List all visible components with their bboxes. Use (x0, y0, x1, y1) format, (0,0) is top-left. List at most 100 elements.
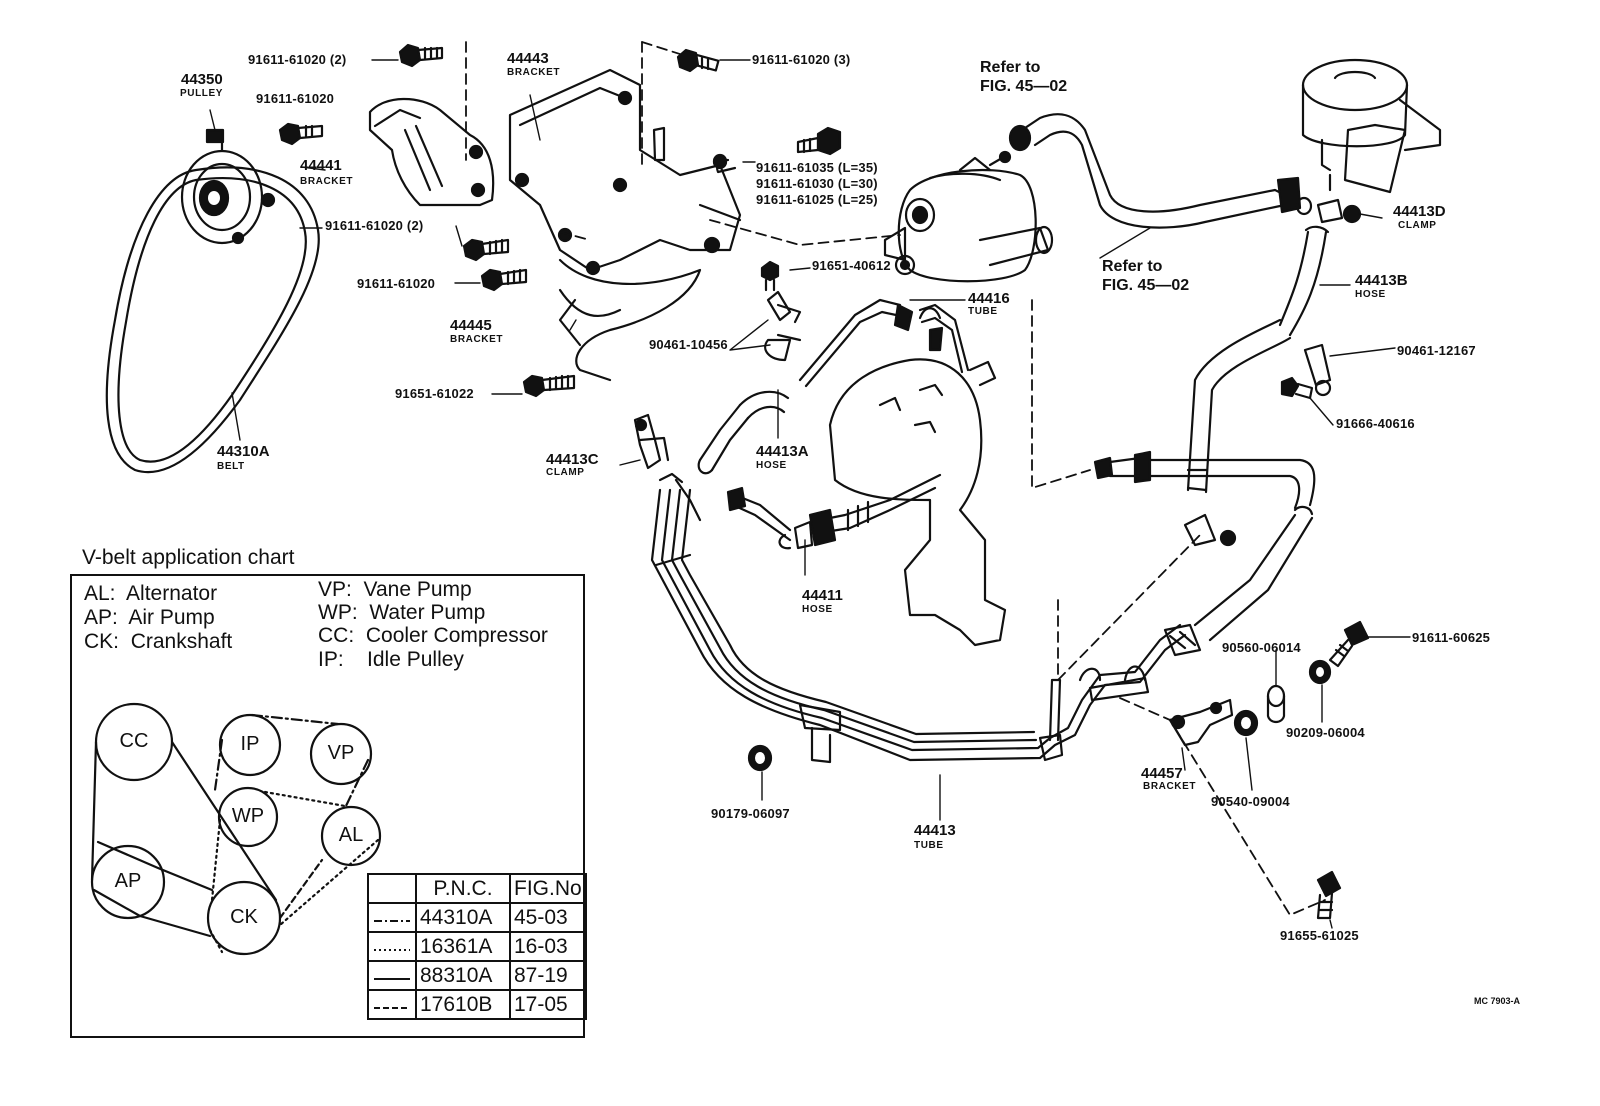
part-number-44413c: 44413C (546, 451, 599, 468)
legend-text: Cooler Compressor (365, 624, 548, 647)
part-number-44350: 44350 (181, 71, 223, 88)
vbelt-routing-diagram (90, 702, 382, 956)
belt-44310a (105, 166, 320, 474)
bolt-label-91611-60625: 91611-60625 (1412, 630, 1491, 645)
bolt-label-91611-61020-2: 91611-61020 (2) (248, 52, 347, 67)
part-name-bracket-44445: BRACKET (450, 334, 504, 345)
legend-ip: IP: Idle Pulley (318, 648, 464, 672)
bolt-label-91611-61020-b: 91611-61020 (357, 276, 436, 291)
part-number-44445: 44445 (450, 317, 492, 334)
nut-label-90209-06004: 90209-06004 (1286, 725, 1365, 740)
legend-wp: WP: Water Pump (318, 601, 485, 625)
part-name-tube-44413: TUBE (914, 840, 944, 851)
clamp-44413d (1316, 198, 1362, 224)
bolt-label-91611-61025: 91611-61025 (L=25) (756, 192, 878, 207)
clamp-44413c (633, 413, 670, 470)
bracket-44441 (368, 97, 495, 207)
leader-lines (209, 59, 1411, 929)
legend-text: Alternator (126, 582, 218, 605)
part-number-44413: 44413 (914, 822, 956, 839)
leader-lines-dashed (465, 41, 1326, 916)
pulley-ip-label: IP (240, 733, 260, 755)
washer-90540-09004 (1233, 709, 1259, 737)
bolt-label-91611-61020-2b: 91611-61020 (2) (325, 218, 424, 233)
legend-abbr: IP: (318, 648, 344, 671)
part-number-44441: 44441 (300, 157, 342, 174)
legend-vp: VP: Vane Pump (318, 578, 472, 602)
clamp-mid-right (1183, 513, 1237, 547)
pulley-44350 (180, 128, 276, 245)
bracket-44445 (558, 258, 702, 382)
fig-cell: 16-03 (509, 931, 587, 962)
bolt-label-91611-61035: 91611-61035 (L=35) (756, 160, 878, 175)
legend-ck: CK: Crankshaft (84, 630, 232, 654)
part-number-44310a: 44310A (217, 443, 270, 460)
clamp-90461-10456 (764, 290, 802, 362)
line-style-dashdot (367, 902, 417, 933)
collar-90560-06014 (1266, 684, 1286, 724)
bolt-label-91611-61020-3: 91611-61020 (3) (752, 52, 851, 67)
line-style-dashed (367, 989, 417, 1020)
part-number-44413b: 44413B (1355, 272, 1408, 289)
part-name-clamp-44413d: CLAMP (1398, 220, 1437, 231)
bolt-label-91666-40616: 91666-40616 (1336, 416, 1415, 431)
hose-refer-upper (1008, 113, 1313, 229)
part-name-pulley: PULLEY (180, 88, 224, 99)
bracket-44457 (1168, 698, 1234, 747)
table-row: 44310A 45-03 (367, 902, 587, 933)
legend-cc: CC: Cooler Compressor (318, 624, 548, 648)
pnc-cell: 88310A (415, 960, 511, 991)
vbelt-chart-box (70, 574, 585, 1038)
collar-label-90560-06014: 90560-06014 (1222, 640, 1301, 655)
refer-upper-line2: FIG. 45—02 (980, 78, 1068, 95)
part-number-44457: 44457 (1141, 765, 1183, 782)
legend-al: AL: Alternator (84, 582, 217, 606)
bolt-91655-61025 (1316, 870, 1342, 920)
tube-44416 (798, 298, 970, 388)
line-style-dotted (367, 931, 417, 962)
table-row: 16361A 16-03 (367, 931, 587, 962)
bolt-91651-61022 (522, 374, 576, 398)
washer-label-90540-09004: 90540-09004 (1211, 794, 1290, 809)
bolt-91611-61020-2-top (398, 43, 444, 68)
legend-abbr: CC: (318, 624, 355, 647)
legend-text: Water Pump (369, 601, 486, 624)
vbelt-chart-title: V-belt application chart (82, 546, 295, 569)
pnc-cell: 44310A (415, 902, 511, 933)
drawing-code: MC 7903-A (1473, 996, 1520, 1006)
bolt-label-91655-61025: 91655-61025 (1280, 928, 1359, 943)
legend-abbr: AP: (84, 606, 118, 629)
hose-return-lower (1093, 450, 1316, 657)
part-name-tube-44416: TUBE (968, 306, 998, 317)
vane-pump (883, 150, 1054, 283)
pnc-table-header: P.N.C. FIG.No (367, 873, 587, 904)
part-number-44413d: 44413D (1393, 203, 1446, 220)
pnc-col-line (367, 873, 417, 904)
refer-to-upper: Refer to FIG. 45—02 (980, 58, 1067, 96)
fig-cell: 45-03 (509, 902, 587, 933)
line-style-solid (367, 960, 417, 991)
part-name-clamp-44413c: CLAMP (546, 467, 585, 478)
hose-44411 (726, 473, 942, 550)
legend-abbr: WP: (318, 601, 358, 624)
table-row: 17610B 17-05 (367, 989, 587, 1020)
bracket-label-90461-12167: 90461-12167 (1397, 343, 1476, 358)
bolt-91611-60625 (1328, 620, 1370, 668)
refer-lower-line2: FIG. 45—02 (1102, 277, 1190, 294)
hose-44413b (1186, 225, 1330, 494)
fig-cell: 17-05 (509, 989, 587, 1020)
part-name-belt: BELT (217, 461, 245, 472)
bolt-label-91651-61022: 91651-61022 (395, 386, 474, 401)
refer-upper-line1: Refer to (980, 59, 1041, 76)
part-name-hose-44413a: HOSE (756, 460, 787, 471)
bolt-label-91651-40612: 91651-40612 (812, 258, 891, 273)
fig-col-header: FIG.No (509, 873, 587, 904)
bolt-label-91611-61020: 91611-61020 (256, 91, 335, 106)
pnc-cell: 17610B (415, 989, 511, 1020)
pnc-cell: 16361A (415, 931, 511, 962)
bolt-91611-61020-2-mid (462, 238, 510, 262)
clamp-label-90461-10456: 90461-10456 (649, 337, 728, 352)
refer-to-lower: Refer to FIG. 45—02 (1102, 257, 1189, 295)
part-number-44416: 44416 (968, 290, 1010, 307)
legend-text: Vane Pump (363, 578, 472, 601)
